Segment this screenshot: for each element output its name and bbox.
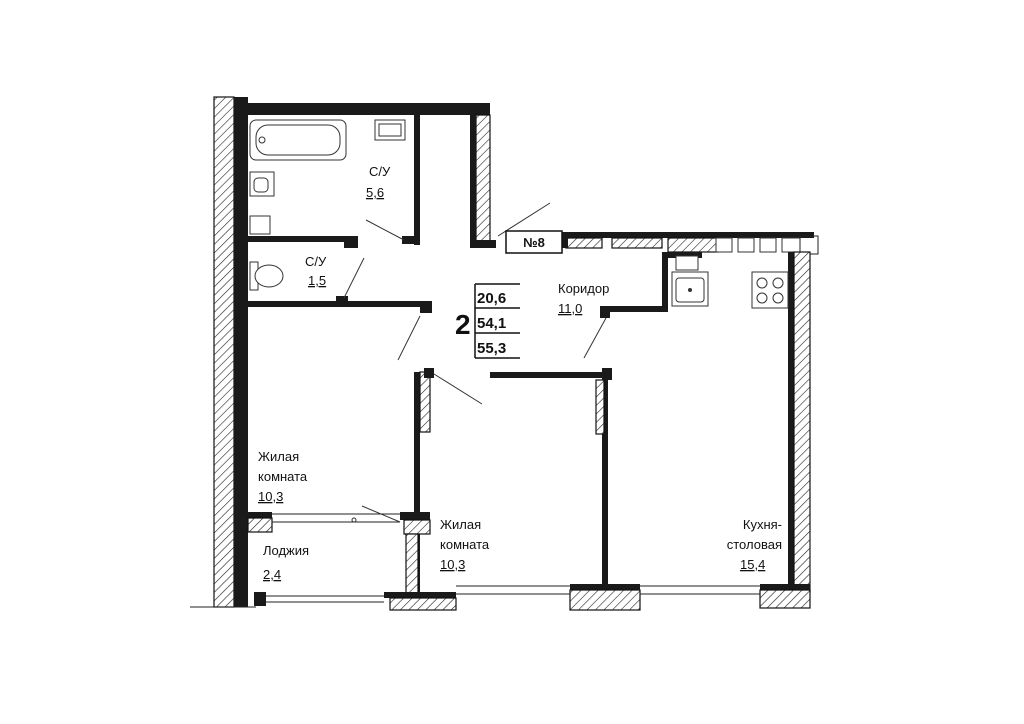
corridor-kitchen-wall <box>600 252 702 318</box>
bathroom-cabinet <box>249 215 271 235</box>
room-label-living1: Жилая комната 10,3 <box>258 449 308 504</box>
living-area: 20,6 <box>477 290 506 307</box>
kitchen-name-line1: Кухня- <box>743 517 782 532</box>
kitchen-name-line2: столовая <box>727 537 782 552</box>
stove <box>751 271 789 309</box>
room-label-loggia: Лоджия 2,4 <box>263 543 309 582</box>
room-label-wc: С/У 1,5 <box>305 254 327 288</box>
bathtub <box>249 119 347 161</box>
room-label-bathroom: С/У 5,6 <box>366 164 391 200</box>
exterior-wall-top <box>248 103 496 248</box>
total-area: 54,1 <box>477 315 506 332</box>
area-summary: 2 20,6 54,1 55,3 <box>455 283 520 359</box>
room-label-corridor: Коридор 11,0 <box>558 281 609 316</box>
washbasin <box>249 171 275 197</box>
apartment-number-box: №8 <box>505 230 563 254</box>
wc-name: С/У <box>305 254 327 269</box>
bathroom-area: 5,6 <box>366 185 384 200</box>
room-label-kitchen: Кухня- столовая 15,4 <box>727 517 782 572</box>
living2-name-line1: Жилая <box>440 517 481 532</box>
exterior-wall-right <box>788 251 811 600</box>
kitchen-sink <box>671 255 709 307</box>
living1-name-line1: Жилая <box>258 449 299 464</box>
living2-area: 10,3 <box>440 557 465 572</box>
loggia-name: Лоджия <box>263 543 309 558</box>
rooms-count: 2 <box>455 309 471 340</box>
living2-name-line2: комната <box>440 537 490 552</box>
wall-top-right <box>562 232 819 255</box>
bathroom-walls <box>248 115 420 248</box>
wc-area: 1,5 <box>308 273 326 288</box>
wc-walls <box>248 296 432 313</box>
doors <box>343 202 607 523</box>
living1-area: 10,3 <box>258 489 283 504</box>
exterior-wall-left <box>190 96 256 608</box>
room-label-living2: Жилая комната 10,3 <box>440 517 490 572</box>
washing-machine <box>374 119 406 141</box>
kitchen-area: 15,4 <box>740 557 765 572</box>
toilet <box>249 261 284 291</box>
corridor-area: 11,0 <box>558 301 582 316</box>
exterior-wall-bottom <box>247 512 811 611</box>
loggia-area: 2,4 <box>263 567 281 582</box>
apartment-number: №8 <box>523 235 545 250</box>
corridor-name: Коридор <box>558 281 609 296</box>
living1-name-line2: комната <box>258 469 308 484</box>
living-room-walls <box>414 368 612 602</box>
bathroom-name: С/У <box>369 164 391 179</box>
total-area-with-loggia: 55,3 <box>477 340 506 357</box>
